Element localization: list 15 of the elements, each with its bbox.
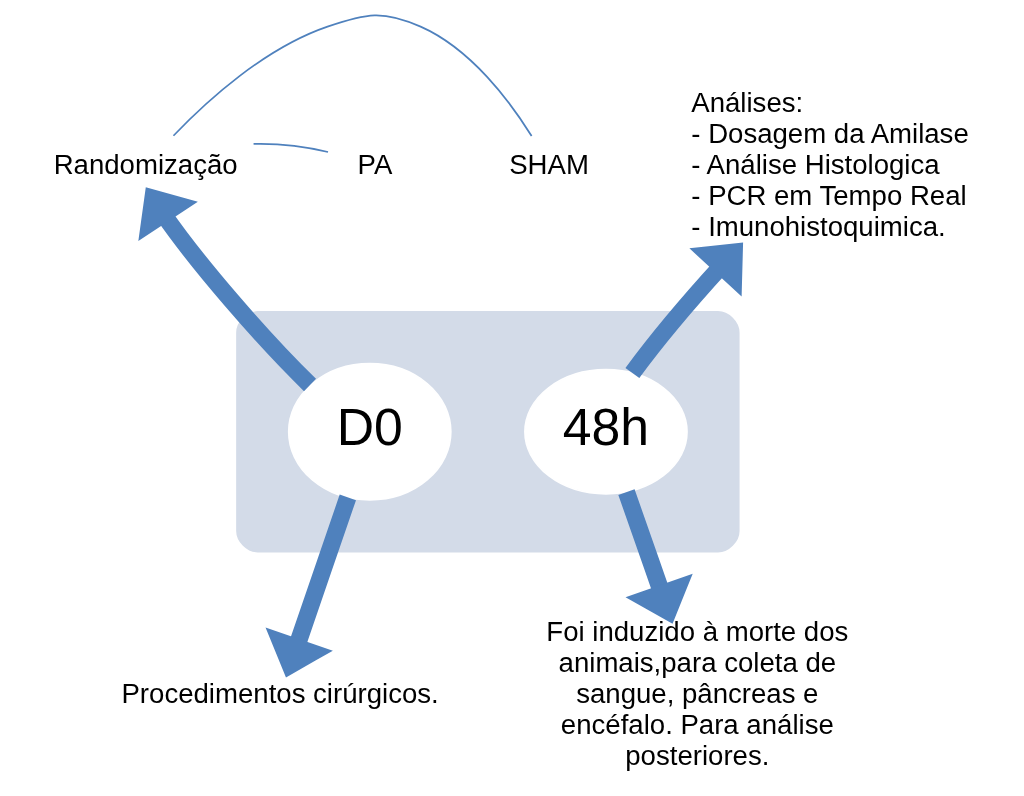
node-text: Randomização (53, 148, 238, 180)
node-text: PA (357, 148, 393, 180)
node-text: Procedimentos cirúrgicos. (121, 677, 439, 709)
node-ellipse: 48h (524, 368, 688, 495)
node-text: SHAM (509, 148, 589, 180)
arrow (618, 489, 693, 624)
connector (172, 14, 533, 137)
node-text: Foi induzido à morte dos animais,para coleta de sangue, pâncreas e encéfalo. Para análise posteriores. (546, 615, 849, 772)
node-ellipse: D0 (287, 362, 452, 501)
arrow (138, 187, 317, 392)
cluster (236, 311, 740, 553)
arrow (625, 242, 744, 379)
arrow (265, 494, 356, 678)
node-text: Análises: - Dosagem da Amilase - Análise Histologica - PCR em Tempo Real - Imunohistoquimica. (691, 86, 969, 242)
connector (252, 143, 329, 153)
